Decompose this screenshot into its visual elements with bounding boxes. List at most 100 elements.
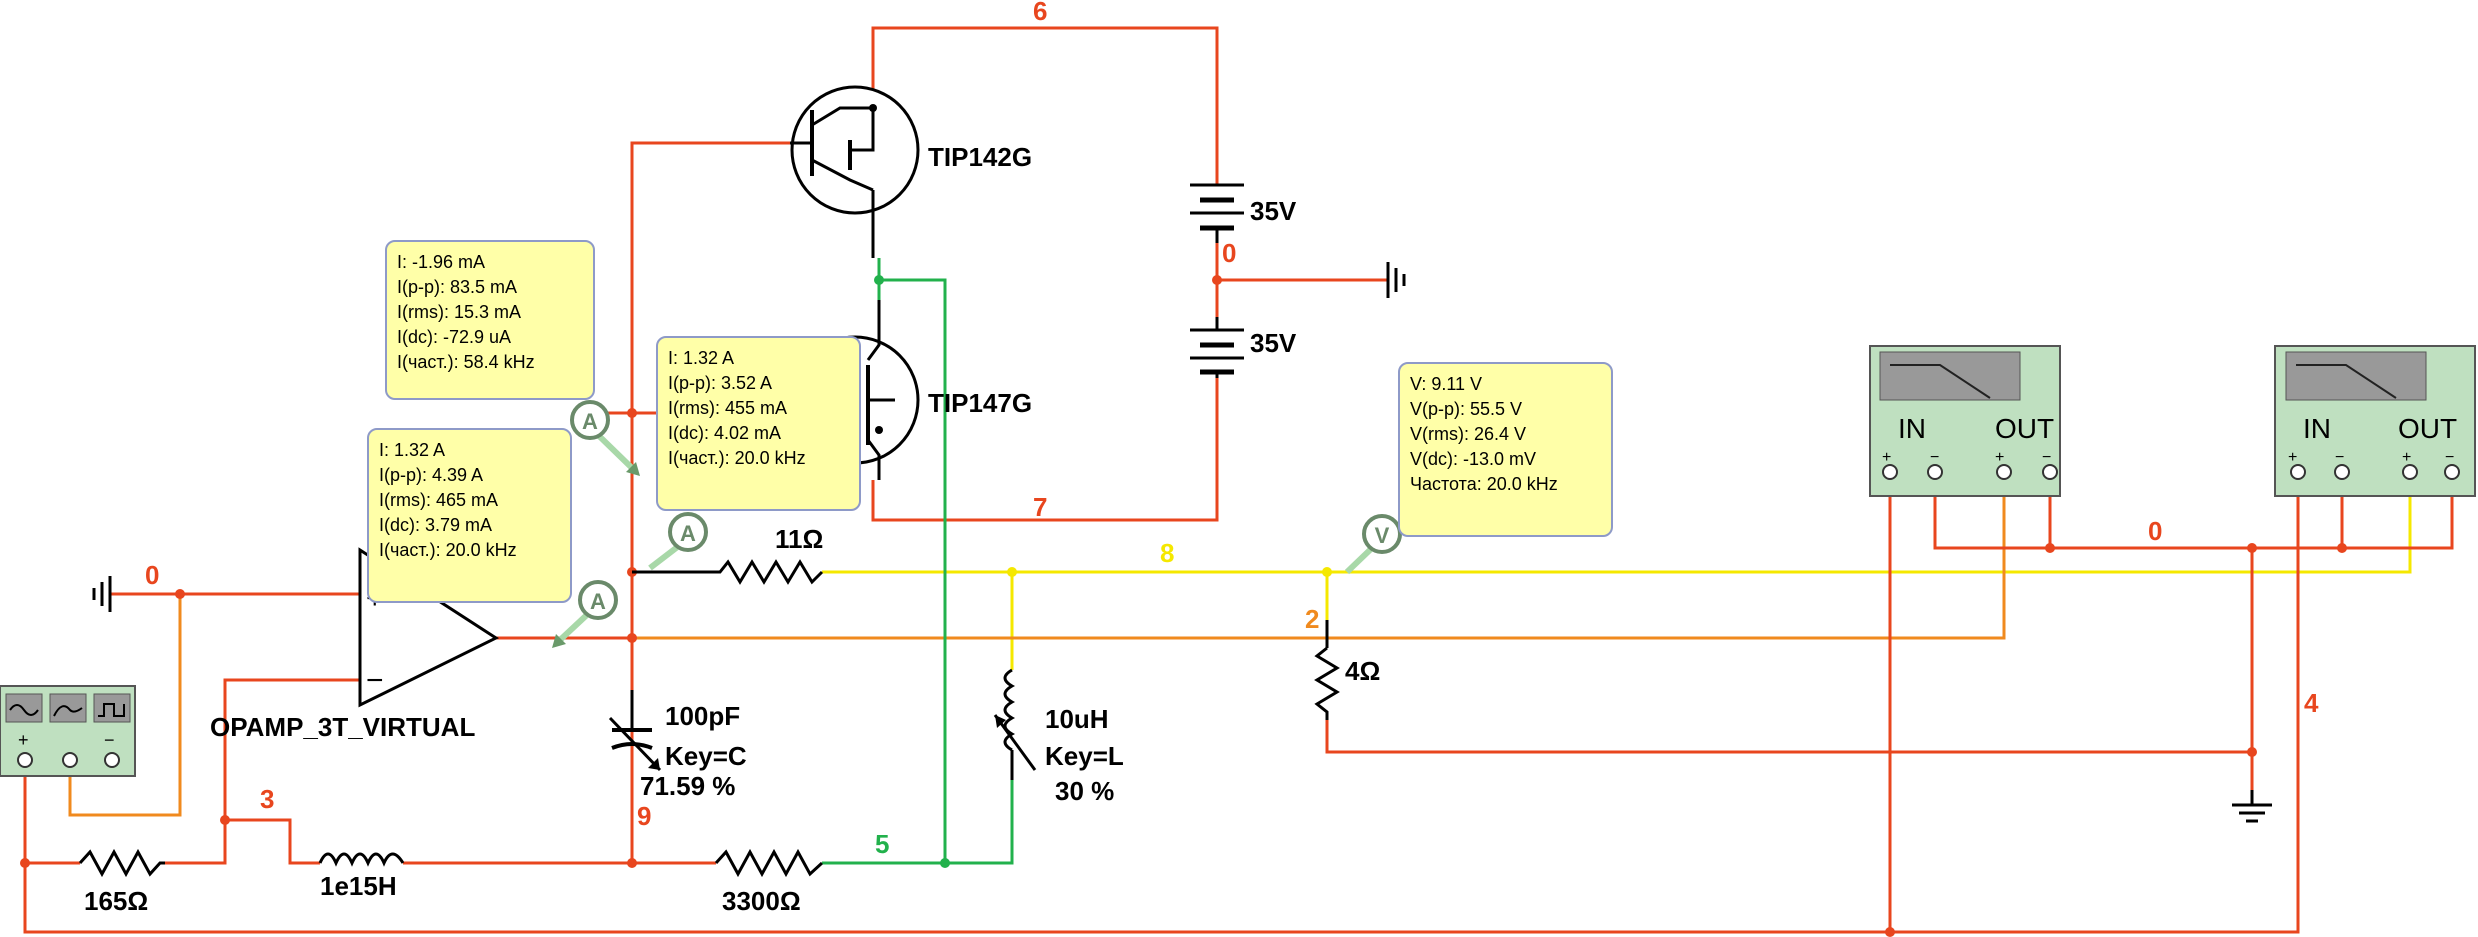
transistor-upper[interactable]: TIP142G (790, 85, 1032, 258)
ground-symbol-left (92, 576, 112, 612)
sine-wave-icon (9, 704, 39, 716)
ammeter-probe-3[interactable]: A (552, 580, 618, 648)
inductor-fixed[interactable]: 1e15H (318, 852, 405, 901)
junction-node (1007, 567, 1017, 577)
net-label-3: 3 (260, 784, 274, 814)
battery-bottom-label: 35V (1250, 328, 1297, 358)
net-label-9: 9 (637, 801, 651, 831)
ammeter-probe-2[interactable]: A (648, 512, 708, 571)
probe-readout-4: V: 9.11 V V(p-p): 55.5 V V(rms): 26.4 V … (1398, 362, 1613, 537)
junction-node (2247, 543, 2257, 553)
wire-net-2 (632, 478, 2006, 640)
capacitor-percent: 71.59 % (640, 771, 735, 801)
readout-line: I(част.): 58.4 kHz (397, 352, 535, 372)
wire-net-0-right (1933, 478, 2454, 550)
resistor-165-label: 165Ω (84, 886, 148, 916)
battery-bottom[interactable]: 35V (1190, 317, 1297, 378)
net-label-0-battery: 0 (1222, 238, 1236, 268)
ammeter-icon: A (680, 521, 696, 546)
resistor-165[interactable]: 165Ω (78, 848, 165, 916)
net-labels: 6 7 0 0 0 8 2 3 9 5 4 (145, 0, 2319, 859)
voltmeter-probe[interactable]: V (1344, 514, 1402, 575)
readout-line: I(част.): 20.0 kHz (379, 540, 517, 560)
transistor-upper-label: TIP142G (928, 142, 1032, 172)
fg-minus: − (104, 730, 115, 750)
readout-line: V(rms): 26.4 V (1410, 424, 1527, 444)
resistor-4-label: 4Ω (1345, 656, 1380, 686)
function-generator[interactable]: + − (0, 685, 136, 777)
junction-node (2337, 543, 2347, 553)
bode-2-in-plus: + (2288, 449, 2297, 466)
wire-fg-com (68, 594, 182, 817)
wire-net-4 (23, 478, 2300, 934)
bode-2-in-label: IN (2303, 413, 2331, 444)
resistor-11-label: 11Ω (775, 524, 823, 554)
bode-plotter-1[interactable]: IN OUT + − + − (1869, 345, 2061, 497)
bode-1-out-plus: + (1995, 449, 2004, 466)
bode-2-in-minus: − (2335, 449, 2344, 466)
resistor-3300[interactable]: 3300Ω (714, 848, 824, 916)
resistor-11[interactable]: 11Ω (632, 524, 823, 585)
probe-readout-2: I: 1.32 A I(p-p): 3.52 A I(rms): 455 mA … (656, 336, 861, 511)
net-label-6: 6 (1033, 0, 1047, 26)
battery-top-label: 35V (1250, 196, 1297, 226)
net-label-5: 5 (875, 829, 889, 859)
junction-node (627, 633, 637, 643)
net-label-0-left: 0 (145, 560, 159, 590)
junction-node (2045, 543, 2055, 553)
bode-2-out-plus: + (2402, 449, 2411, 466)
voltmeter-icon: V (1375, 523, 1390, 548)
junction-node (1212, 275, 1222, 285)
readout-line: I(dc): 4.02 mA (668, 423, 782, 443)
battery-top[interactable]: 35V (1190, 183, 1297, 243)
bode-2-out-label: OUT (2398, 413, 2457, 444)
readout-line: V(p-p): 55.5 V (1410, 399, 1523, 419)
readout-line: I: 1.32 A (668, 348, 735, 368)
ammeter-probe-1[interactable]: A (570, 400, 640, 476)
bode-1-out-label: OUT (1995, 413, 2054, 444)
junction-node (627, 408, 637, 418)
net-label-2: 2 (1305, 604, 1319, 634)
wire-net-7 (871, 378, 1219, 522)
bode-1-in-label: IN (1898, 413, 1926, 444)
readout-line: V(dc): -13.0 mV (1410, 449, 1537, 469)
readout-line: I: -1.96 mA (397, 252, 486, 272)
square-wave-icon (98, 703, 125, 717)
wire-net-9-a (630, 141, 790, 863)
ammeter-icon: A (582, 409, 598, 434)
readout-line: Частота: 20.0 kHz (1410, 474, 1558, 494)
bode-plot-icon (1890, 364, 1991, 399)
resistor-3300-label: 3300Ω (722, 886, 801, 916)
bode-1-out-minus: − (2042, 449, 2051, 466)
readout-line: I(част.): 20.0 kHz (668, 448, 806, 468)
net-label-7: 7 (1033, 492, 1047, 522)
bode-plotter-2[interactable]: IN OUT + − + − (2274, 345, 2476, 497)
junction-node (20, 858, 30, 868)
readout-line: I(dc): -72.9 uA (397, 327, 512, 347)
probe-readout-3: I: 1.32 A I(p-p): 4.39 A I(rms): 465 mA … (367, 428, 572, 603)
resistor-4[interactable]: 4Ω (1314, 646, 1380, 720)
inductor-variable-value: 10uH (1045, 704, 1109, 734)
opamp-label: OPAMP_3T_VIRTUAL (210, 712, 475, 742)
junction-node (2247, 747, 2257, 757)
probe-readout-1: I: -1.96 mA I(p-p): 83.5 mA I(rms): 15.3… (385, 240, 595, 400)
readout-line: V: 9.11 V (1410, 374, 1483, 394)
wire-r4-bottom (1325, 720, 2252, 754)
ground-symbol-bottom (2232, 790, 2272, 823)
readout-line: I: 1.32 A (379, 440, 446, 460)
inductor-fixed-label: 1e15H (320, 871, 397, 901)
capacitor-variable[interactable]: 100pF Key=C 71.59 % (608, 690, 747, 863)
net-label-8: 8 (1160, 538, 1174, 568)
capacitor-key: Key=C (665, 741, 747, 771)
capacitor-value: 100pF (665, 701, 740, 731)
triangle-wave-icon (53, 705, 83, 717)
junction-node (220, 815, 230, 825)
ammeter-icon: A (590, 589, 606, 614)
svg-text:−: − (366, 664, 384, 697)
readout-line: I(rms): 15.3 mA (397, 302, 522, 322)
bode-plot-icon (2296, 364, 2397, 399)
wire-net-8 (822, 478, 2412, 574)
bode-1-in-minus: − (1930, 449, 1939, 466)
wire-net-5 (822, 278, 947, 865)
inductor-variable[interactable]: 10uH Key=L 30 % (993, 668, 1124, 806)
